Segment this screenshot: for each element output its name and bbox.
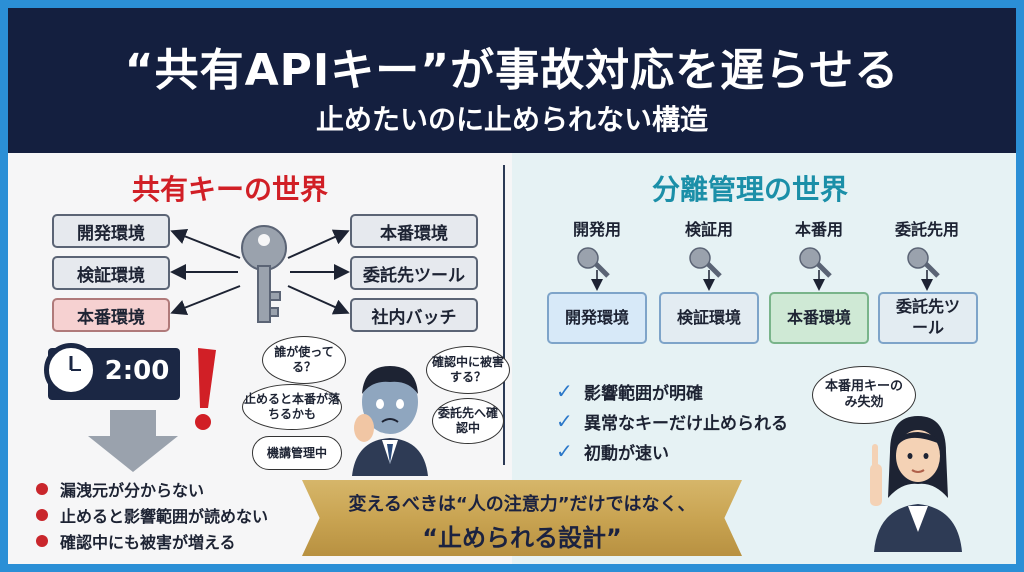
env-box-prod: 本番環境	[52, 298, 170, 332]
target-box-vendor: 委託先ツール	[878, 292, 978, 344]
conclusion-banner	[302, 480, 742, 556]
target-box-prod: 本番環境	[769, 292, 869, 344]
divider	[503, 165, 505, 465]
key-label-vendor: 委託先用	[894, 220, 959, 239]
list-item-text: 止めると影響範囲が読めない	[60, 507, 269, 526]
speech-bubble: 誰が使ってる？	[262, 336, 346, 384]
check-icon: ✓	[556, 379, 573, 403]
speech-bubble: 止めると本番が落ちるかも	[242, 384, 342, 430]
env-box-dev: 開発環境	[52, 214, 170, 248]
target-box-test: 検証環境	[659, 292, 759, 344]
list-item: ✓ 影響範囲が明確	[556, 376, 856, 406]
clock-hands-icon	[69, 356, 81, 371]
clock-icon	[44, 343, 98, 397]
left-section-title: 共有キーの世界	[131, 173, 328, 206]
bullet-dot-icon	[36, 483, 48, 495]
list-item-text: 影響範囲が明確	[584, 383, 703, 404]
header: “共有APIキー”が事故対応を遅らせる 止めたいのに止められない構造	[8, 8, 1016, 153]
speech-bubble: 委託先へ確認中	[432, 398, 504, 444]
target-box-dev: 開発環境	[547, 292, 647, 344]
bullet-dot-icon	[36, 535, 48, 547]
key-label-prod: 本番用	[794, 220, 843, 239]
right-section-title: 分離管理の世界	[651, 173, 848, 206]
env-box-test: 検証環境	[52, 256, 170, 290]
banner-line-2: “止められる設計”	[422, 524, 622, 552]
page-subtitle: 止めたいのに止められない構造	[315, 103, 708, 136]
list-item: 漏洩元が分からない	[36, 476, 336, 502]
list-item: 止めると影響範囲が読めない	[36, 502, 336, 528]
problem-list: 漏洩元が分からない 止めると影響範囲が読めない 確認中にも被害が増える	[36, 476, 336, 554]
list-item: 確認中にも被害が増える	[36, 528, 336, 554]
list-item-text: 漏洩元が分からない	[60, 481, 205, 500]
list-item: ✓ 異常なキーだけ止められる	[556, 406, 856, 436]
down-arrow-icon	[88, 410, 178, 472]
list-item-text: 初動が速い	[584, 443, 669, 464]
timer-value: 2:00	[104, 356, 170, 386]
key-label-dev: 開発用	[572, 220, 621, 239]
env-box-batch: 社内バッチ	[350, 298, 478, 332]
list-item: ✓ 初動が速い	[556, 436, 856, 466]
check-icon: ✓	[556, 439, 573, 463]
worried-person-icon	[352, 366, 428, 476]
shared-key-icon	[241, 225, 287, 323]
speech-bubble: 本番用キーのみ失効	[812, 366, 916, 424]
bullet-dot-icon	[36, 509, 48, 521]
env-box-vendor: 委託先ツール	[350, 256, 478, 290]
speech-bubble: 確認中に被害する？	[426, 346, 510, 394]
page-title: “共有APIキー”が事故対応を遅らせる	[124, 45, 900, 96]
banner-line-1: 変えるべきは“人の注意力”だけではなく、	[348, 494, 696, 515]
confident-person-icon	[870, 416, 962, 552]
key-label-test: 検証用	[684, 220, 733, 239]
list-item-text: 異常なキーだけ止められる	[584, 413, 788, 434]
env-box-prod-right: 本番環境	[350, 214, 478, 248]
benefit-list: ✓ 影響範囲が明確 ✓ 異常なキーだけ止められる ✓ 初動が速い	[556, 376, 856, 466]
check-icon: ✓	[556, 409, 573, 433]
list-item-text: 確認中にも被害が増える	[60, 533, 236, 552]
exclamation-icon	[195, 348, 216, 430]
speech-bubble: 機講管理中	[252, 436, 342, 470]
